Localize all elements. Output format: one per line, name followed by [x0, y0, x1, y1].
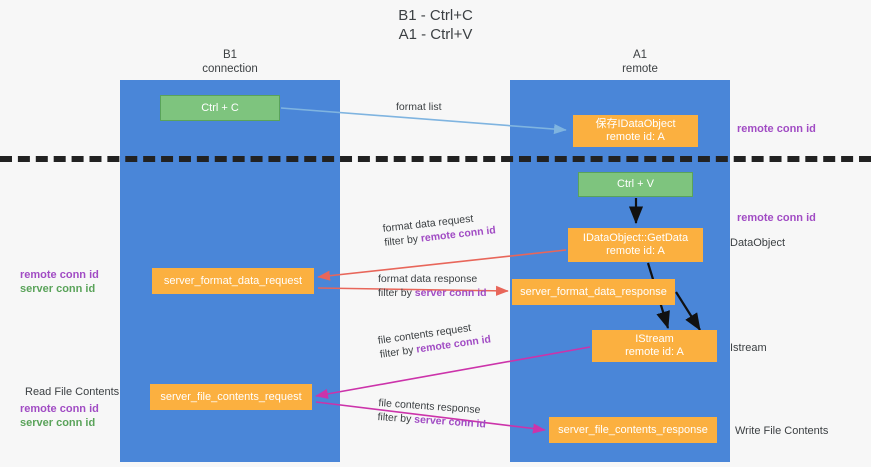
edge-label-format-list: format list	[396, 100, 442, 114]
node-istream[interactable]: IStream remote id: A	[592, 330, 717, 362]
node-server-file-contents-request[interactable]: server_file_contents_request	[150, 384, 312, 410]
dashed-divider	[0, 156, 871, 162]
edge-label-format-list-text: format list	[396, 101, 442, 113]
node-save-idataobject-line2: remote id: A	[606, 131, 665, 143]
swimlane-title-a1: A1 remote	[560, 48, 720, 76]
filter-prefix: filter by	[377, 410, 415, 426]
node-istream-line1: IStream	[635, 333, 674, 345]
node-ctrl-c-label: Ctrl + C	[201, 101, 239, 114]
node-istream-line2: remote id: A	[625, 346, 684, 358]
node-server-format-data-response[interactable]: server_format_data_response	[512, 279, 675, 305]
side-label-remote-conn-id-left: remote conn id	[20, 269, 99, 281]
side-label-read-file-contents: Read File Contents	[25, 386, 120, 398]
side-label-left-conn-ids-top: remote conn id server conn id	[20, 268, 99, 296]
arrow-format-data-request	[317, 249, 567, 281]
node-server-file-contents-response-label: server_file_contents_response	[558, 423, 708, 436]
arrow-format-list	[280, 107, 567, 135]
node-ctrl-v[interactable]: Ctrl + V	[578, 172, 693, 197]
side-label-left-conn-ids-bottom: remote conn id server conn id	[20, 402, 99, 430]
swimlane-title-a1-line1: A1	[632, 49, 648, 61]
filter-key-server-conn-id: server conn id	[414, 287, 487, 299]
node-save-idataobject[interactable]: 保存IDataObject remote id: A	[573, 115, 698, 147]
node-idataobject-getdata-line1: IDataObject::GetData	[582, 232, 689, 244]
title-line-1: B1 - Ctrl+C	[398, 7, 473, 24]
edge-label-format-data-response-line2: filter by server conn id	[378, 286, 487, 300]
swimlane-title-a1-line2: remote	[622, 63, 658, 75]
arrow-file-contents-response	[315, 401, 546, 434]
side-label-server-conn-id-left-2: server conn id	[20, 417, 96, 429]
filter-prefix: filter by	[378, 287, 415, 299]
swimlane-title-b1: B1 connection	[150, 48, 310, 76]
page-title: B1 - Ctrl+C A1 - Ctrl+V	[0, 6, 871, 44]
node-server-file-contents-response[interactable]: server_file_contents_response	[549, 417, 717, 443]
side-label-istream: Istream	[730, 342, 767, 354]
arrow-file-contents-request	[315, 346, 591, 399]
node-server-file-contents-request-label: server_file_contents_request	[160, 390, 302, 403]
edge-label-format-data-response-line1: format data response	[378, 273, 478, 285]
swimlane-title-b1-line2: connection	[202, 63, 258, 75]
side-label-server-conn-id-left: server conn id	[20, 283, 96, 295]
node-server-format-data-request[interactable]: server_format_data_request	[152, 268, 314, 294]
node-idataobject-getdata[interactable]: IDataObject::GetData remote id: A	[568, 228, 703, 262]
edge-label-format-data-response: format data response filter by server co…	[378, 272, 487, 300]
node-server-format-data-response-label: server_format_data_response	[520, 285, 667, 298]
arrow-response-to-istream	[675, 291, 701, 331]
side-label-remote-conn-id-mid: remote conn id	[737, 212, 816, 224]
node-server-format-data-request-label: server_format_data_request	[163, 274, 303, 287]
side-label-write-file-contents: Write File Contents	[735, 425, 829, 437]
side-label-remote-conn-id-left-2: remote conn id	[20, 403, 99, 415]
node-idataobject-getdata-line2: remote id: A	[606, 245, 665, 257]
side-label-dataobject: DataObject	[730, 237, 786, 249]
arrow-format-data-response	[317, 285, 509, 296]
node-ctrl-v-label: Ctrl + V	[617, 178, 654, 190]
node-ctrl-c[interactable]: Ctrl + C	[160, 95, 280, 121]
swimlane-title-b1-line1: B1	[222, 49, 238, 61]
side-label-remote-conn-id-top: remote conn id	[737, 123, 816, 135]
title-line-2: A1 - Ctrl+V	[398, 26, 473, 43]
node-save-idataobject-line1: 保存IDataObject	[595, 118, 676, 130]
